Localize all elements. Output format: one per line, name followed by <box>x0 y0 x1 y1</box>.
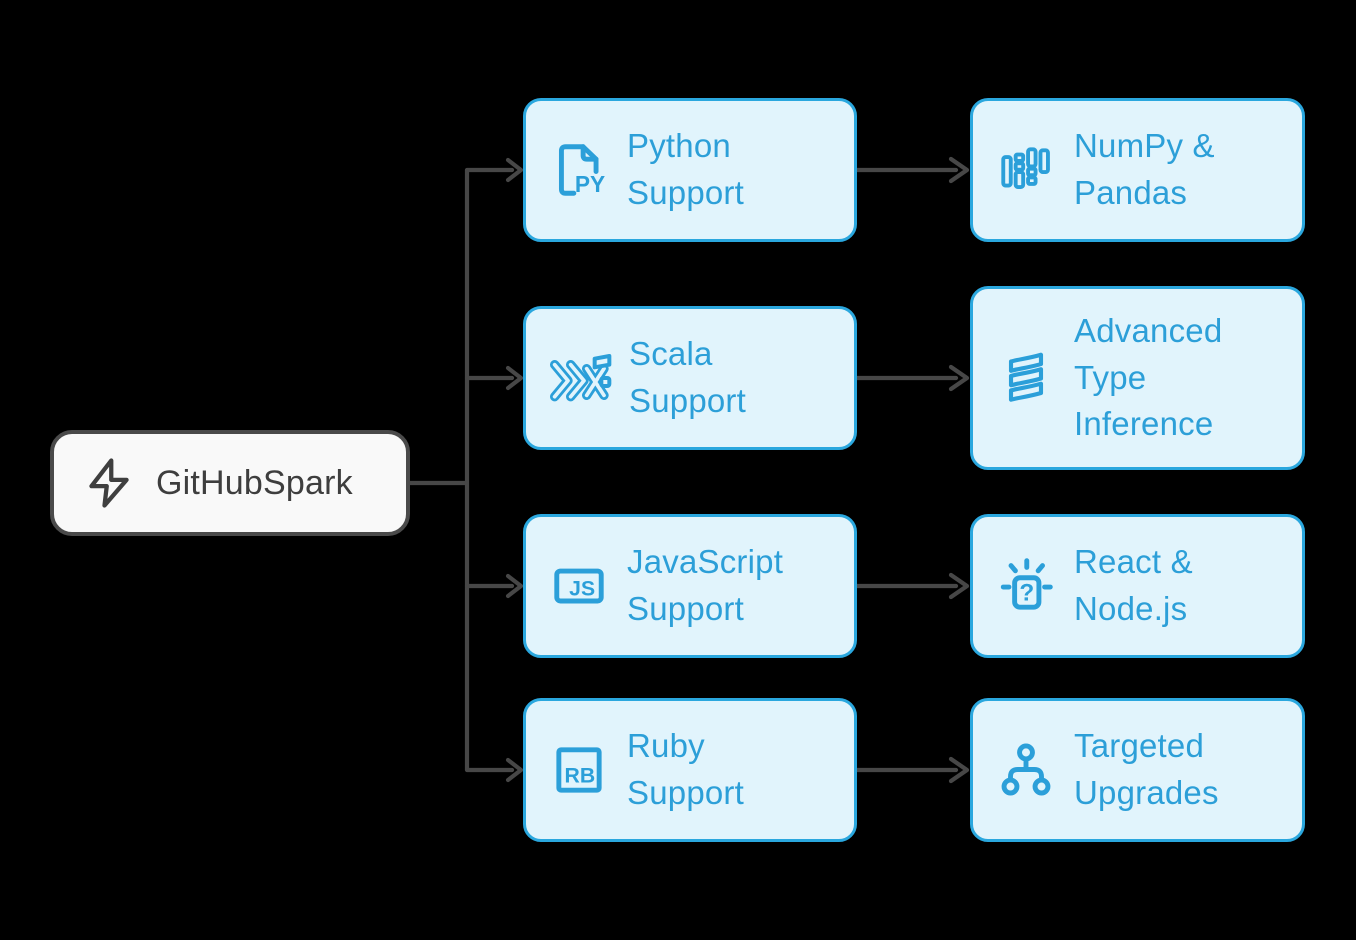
question-box-icon: ? <box>995 555 1057 617</box>
edge-arrow-javascript <box>464 573 524 599</box>
node-numpy-pandas[interactable]: NumPy & Pandas <box>970 98 1305 242</box>
hierarchy-icon <box>995 739 1057 801</box>
node-label: Targeted Upgrades <box>1074 727 1219 811</box>
node-label: Advanced Type Inference <box>1074 311 1223 443</box>
node-label: Python Support <box>627 127 744 211</box>
svg-text:JS: JS <box>569 577 595 600</box>
node-label: Scala Support <box>629 335 746 419</box>
node-githubspark[interactable]: GitHubSpark <box>50 430 410 536</box>
edge-arrow-targeted-upgrades <box>854 756 970 784</box>
node-label: JavaScript Support <box>627 543 784 627</box>
node-label: React & Node.js <box>1074 543 1193 627</box>
rb-badge-icon: RB <box>548 739 610 801</box>
edge-arrow-numpy-pandas <box>854 156 970 184</box>
python-file-icon: PY <box>548 139 610 201</box>
svg-text:RB: RB <box>565 765 596 788</box>
edge-arrow-react-node <box>854 572 970 600</box>
pandas-logo-icon <box>995 139 1057 201</box>
svg-text:?: ? <box>1019 579 1034 606</box>
node-react-nodejs[interactable]: ? React & Node.js <box>970 514 1305 658</box>
lightning-bolt-icon <box>82 456 136 510</box>
node-label: GitHubSpark <box>156 463 353 502</box>
edge-arrow-ruby <box>464 757 524 783</box>
node-python-support[interactable]: PY Python Support <box>523 98 857 242</box>
edge-arrow-scala <box>464 365 524 391</box>
edge-arrow-python <box>464 157 524 183</box>
node-label: NumPy & Pandas <box>1074 127 1215 211</box>
node-label: Ruby Support <box>627 727 744 811</box>
scala-logo-icon <box>995 347 1057 409</box>
node-javascript-support[interactable]: JS JavaScript Support <box>523 514 857 658</box>
node-targeted-upgrades[interactable]: Targeted Upgrades <box>970 698 1305 842</box>
js-badge-icon: JS <box>548 555 610 617</box>
node-ruby-support[interactable]: RB Ruby Support <box>523 698 857 842</box>
node-scala-support[interactable]: Scala Support <box>523 306 857 450</box>
node-advanced-type-inference[interactable]: Advanced Type Inference <box>970 286 1305 470</box>
edge-arrow-type-inference <box>854 364 970 392</box>
svg-text:PY: PY <box>575 171 605 197</box>
scala-chevrons-icon <box>548 346 612 410</box>
